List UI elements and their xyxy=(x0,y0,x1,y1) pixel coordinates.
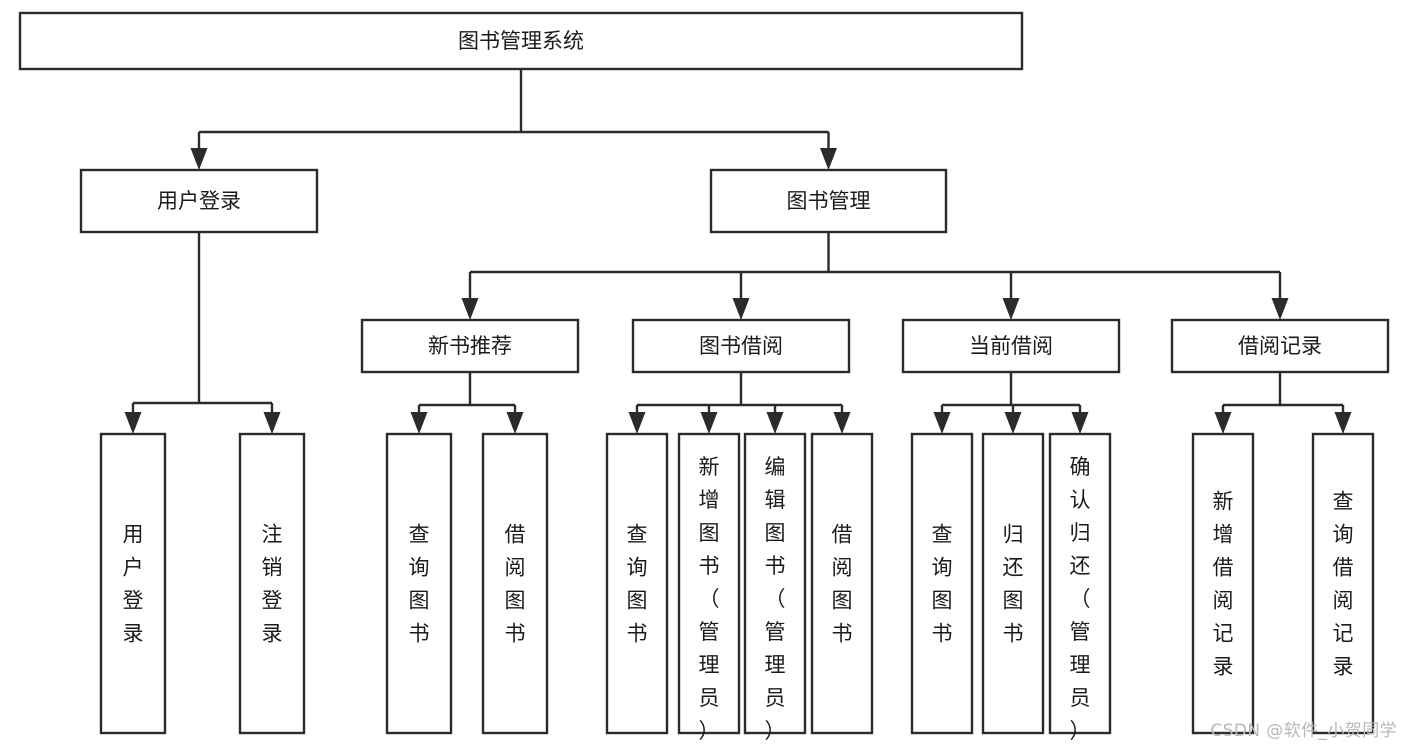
node-leaf-borrow-book-1[interactable]: 借阅图书 xyxy=(481,432,549,735)
connector-group-new-book-recommend xyxy=(410,372,524,434)
node-label: 用户登录 xyxy=(157,189,241,213)
arrow-head-icon xyxy=(1214,412,1232,434)
connector-group-root xyxy=(190,69,837,170)
node-box[interactable] xyxy=(810,432,874,735)
node-current-borrow[interactable]: 当前借阅 xyxy=(901,318,1121,374)
arrow-head-icon xyxy=(1334,412,1352,434)
node-box[interactable] xyxy=(360,318,580,374)
node-leaf-return-book[interactable]: 归还图书 xyxy=(981,432,1045,735)
arrow-head-icon xyxy=(766,412,784,434)
arrow-head-icon xyxy=(732,298,750,320)
node-label: 查询借阅记录 xyxy=(1333,489,1354,678)
arrow-head-icon xyxy=(124,412,142,434)
node-label: 查询图书 xyxy=(627,522,648,645)
connector-group-borrow-records xyxy=(1214,372,1352,434)
node-new-book-recommend[interactable]: 新书推荐 xyxy=(360,318,580,374)
node-box[interactable] xyxy=(1048,432,1112,735)
node-label: 借阅图书 xyxy=(505,522,526,645)
node-label: 用户登录 xyxy=(123,522,144,645)
node-label: 查询图书 xyxy=(409,522,430,645)
node-label: 新书推荐 xyxy=(428,334,512,358)
node-book-borrow[interactable]: 图书借阅 xyxy=(631,318,851,374)
node-box[interactable] xyxy=(18,11,1024,71)
connector-layer xyxy=(124,69,1352,434)
node-box[interactable] xyxy=(677,432,741,735)
node-box[interactable] xyxy=(901,318,1121,374)
node-box[interactable] xyxy=(910,432,974,735)
arrow-head-icon xyxy=(410,412,428,434)
node-label: 借阅记录 xyxy=(1238,334,1322,358)
node-leaf-confirm-return-admin[interactable]: 确认归还（管理员） xyxy=(1048,432,1112,743)
node-box[interactable] xyxy=(99,432,167,735)
node-leaf-query-borrow-record[interactable]: 查询借阅记录 xyxy=(1311,432,1375,735)
node-label: 查询图书 xyxy=(932,522,953,645)
node-leaf-borrow-book-2[interactable]: 借阅图书 xyxy=(810,432,874,735)
node-box[interactable] xyxy=(1191,432,1255,735)
node-label: 借阅图书 xyxy=(832,522,853,645)
node-borrow-records[interactable]: 借阅记录 xyxy=(1170,318,1390,374)
node-box[interactable] xyxy=(238,432,306,735)
arrow-head-icon xyxy=(461,298,479,320)
node-label: 注销登录 xyxy=(262,522,283,645)
node-box[interactable] xyxy=(709,168,948,234)
connector-group-user-login xyxy=(124,232,281,434)
arrow-head-icon xyxy=(1271,298,1289,320)
arrow-head-icon xyxy=(1002,298,1020,320)
node-box[interactable] xyxy=(481,432,549,735)
node-label: 图书借阅 xyxy=(699,334,783,358)
node-box[interactable] xyxy=(981,432,1045,735)
arrow-head-icon xyxy=(700,412,718,434)
node-layer: 图书管理系统用户登录图书管理新书推荐图书借阅当前借阅借阅记录用户登录注销登录查询… xyxy=(18,11,1390,743)
node-box[interactable] xyxy=(1311,432,1375,735)
arrow-head-icon xyxy=(933,412,951,434)
arrow-head-icon xyxy=(1071,412,1089,434)
node-box[interactable] xyxy=(385,432,453,735)
connector-group-book-management xyxy=(461,232,1289,320)
node-label: 编辑图书（管理员） xyxy=(765,455,786,743)
node-leaf-add-borrow-record[interactable]: 新增借阅记录 xyxy=(1191,432,1255,735)
node-root[interactable]: 图书管理系统 xyxy=(18,11,1024,71)
node-label: 归还图书 xyxy=(1003,522,1024,645)
node-leaf-add-book-admin[interactable]: 新增图书（管理员） xyxy=(677,432,741,743)
node-leaf-user-login[interactable]: 用户登录 xyxy=(99,432,167,735)
node-box[interactable] xyxy=(79,168,319,234)
node-box[interactable] xyxy=(605,432,669,735)
node-leaf-logout[interactable]: 注销登录 xyxy=(238,432,306,735)
node-label: 图书管理 xyxy=(787,189,871,213)
node-label: 当前借阅 xyxy=(969,334,1053,358)
node-box[interactable] xyxy=(1170,318,1390,374)
node-label: 新增借阅记录 xyxy=(1213,489,1234,678)
arrow-head-icon xyxy=(190,148,208,170)
node-leaf-query-book-3[interactable]: 查询图书 xyxy=(910,432,974,735)
node-box[interactable] xyxy=(743,432,807,735)
arrow-head-icon xyxy=(263,412,281,434)
node-box[interactable] xyxy=(631,318,851,374)
arrow-head-icon xyxy=(833,412,851,434)
node-label: 新增图书（管理员） xyxy=(699,455,720,743)
node-leaf-query-book-1[interactable]: 查询图书 xyxy=(385,432,453,735)
arrow-head-icon xyxy=(1004,412,1022,434)
node-book-management[interactable]: 图书管理 xyxy=(709,168,948,234)
node-label: 确认归还（管理员） xyxy=(1070,455,1091,743)
arrow-head-icon xyxy=(820,148,837,170)
connector-group-book-borrow xyxy=(628,372,851,434)
node-label: 图书管理系统 xyxy=(458,29,584,53)
node-leaf-query-book-2[interactable]: 查询图书 xyxy=(605,432,669,735)
connector-group-current-borrow xyxy=(933,372,1089,434)
node-user-login[interactable]: 用户登录 xyxy=(79,168,319,234)
node-leaf-edit-book-admin[interactable]: 编辑图书（管理员） xyxy=(743,432,807,743)
arrow-head-icon xyxy=(506,412,524,434)
arrow-head-icon xyxy=(628,412,646,434)
